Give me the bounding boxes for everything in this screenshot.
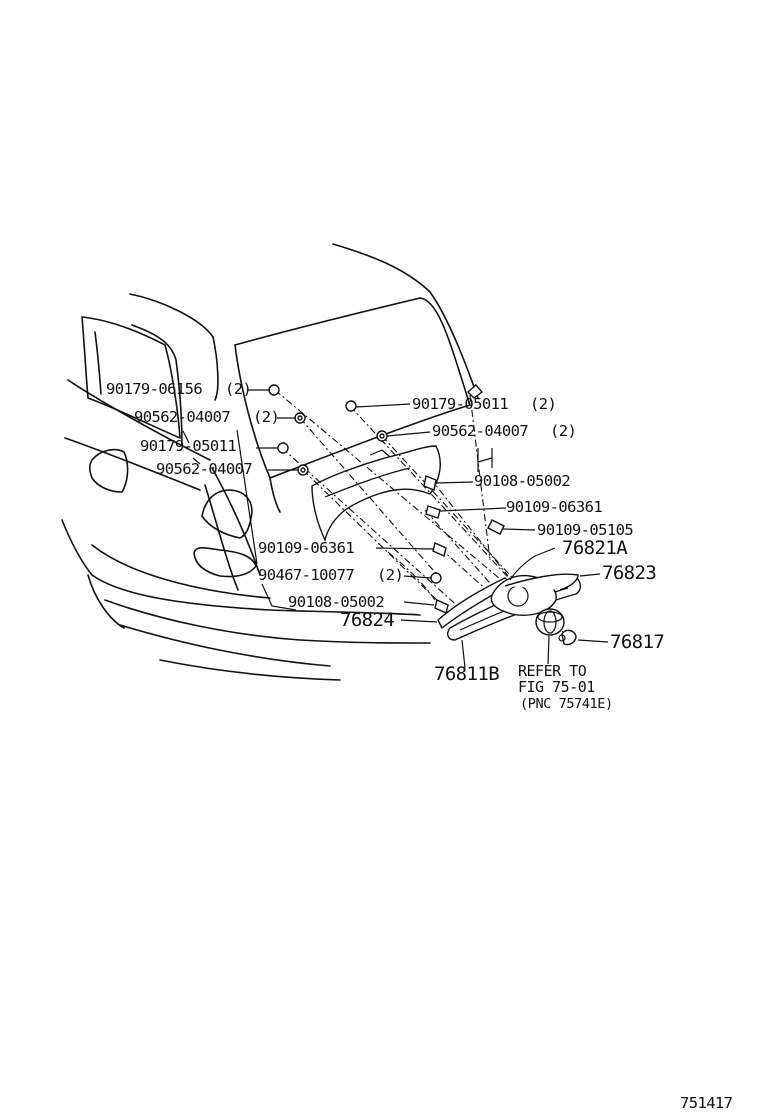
figure-number: 751417 — [680, 1094, 733, 1112]
label-90562-04007-b: 90562-04007 — [156, 460, 252, 478]
label-90108-05002-b: 90108-05002 — [288, 593, 384, 611]
label-90179-06156-qty: (2) — [225, 380, 251, 398]
label-90109-06361: 90109-06361 — [506, 498, 602, 516]
label-76824: 76824 — [340, 609, 394, 631]
label-90109-06361-b: 90109-06361 — [258, 539, 354, 557]
label-76817: 76817 — [610, 631, 664, 653]
label-90562-04007-c-qty: (2) — [550, 422, 576, 440]
label-76821A: 76821A — [562, 537, 628, 559]
vehicle-rear-outline — [61, 243, 479, 681]
label-90179-05011: 90179-05011 — [140, 437, 236, 455]
label-90109-05105: 90109-05105 — [537, 521, 633, 539]
reference-line-3: (PNC 75741E) — [520, 696, 613, 712]
label-90467-10077: 90467-10077 — [258, 566, 354, 584]
label-90108-05002: 90108-05002 — [474, 472, 570, 490]
label-90562-04007: 90562-04007 — [134, 408, 230, 426]
label-76811B: 76811B — [434, 663, 499, 685]
reference-note: REFER TO FIG 75-01 (PNC 75741E) — [518, 662, 613, 712]
label-90179-05011-b-qty: (2) — [530, 395, 556, 413]
reference-line-2: FIG 75-01 — [518, 678, 595, 696]
label-90467-10077-qty: (2) — [377, 566, 403, 584]
label-90562-04007-qty: (2) — [253, 408, 279, 426]
label-90179-05011-b: 90179-05011 — [412, 395, 508, 413]
label-90562-04007-c: 90562-04007 — [432, 422, 528, 440]
reference-line-1: REFER TO — [518, 662, 587, 680]
leader-lines — [182, 389, 609, 669]
label-76823: 76823 — [602, 562, 656, 584]
label-90179-06156: 90179-06156 — [106, 380, 202, 398]
fastener-parts — [268, 384, 582, 646]
part-labels: 90179-06156 (2) 90562-04007 (2) 90179-05… — [106, 380, 665, 685]
